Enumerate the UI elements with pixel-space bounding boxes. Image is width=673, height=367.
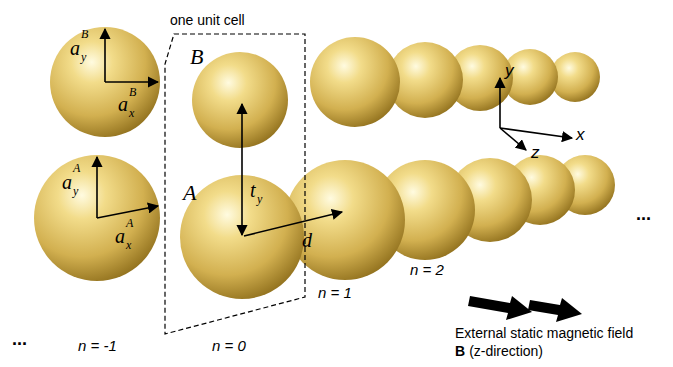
- radius-symbol: a: [62, 172, 72, 192]
- superscript: A: [73, 162, 80, 174]
- spacing-arrow: [241, 104, 243, 235]
- subscript: x: [126, 239, 131, 251]
- index-label: n = 0: [212, 338, 246, 353]
- ellipsis: ...: [12, 330, 27, 348]
- field-arrow: [468, 296, 532, 320]
- radius-arrow: [105, 81, 158, 83]
- radius-arrow: [96, 157, 98, 218]
- unit-cell-outline: [160, 12, 310, 337]
- field-arrow: [528, 298, 582, 322]
- gold-sphere: [192, 52, 288, 148]
- index-label: n = 1: [318, 285, 352, 300]
- field-caption: External static magnetic field: [455, 326, 633, 340]
- sublattice-name: B: [190, 46, 203, 68]
- gold-sphere: [50, 27, 160, 137]
- radius-symbol: a: [70, 38, 80, 58]
- axis-name: y: [505, 62, 514, 79]
- ellipsis: ...: [636, 205, 651, 223]
- index-label: n = -1: [78, 338, 117, 353]
- axis-name: z: [531, 144, 540, 161]
- radius-symbol: a: [118, 94, 128, 114]
- axis-arrow: [499, 78, 501, 128]
- gold-sphere: [34, 155, 160, 281]
- gold-sphere: [310, 37, 400, 127]
- period-symbol: d: [302, 230, 312, 250]
- superscript: B: [129, 86, 136, 98]
- sublattice-name: A: [183, 182, 196, 204]
- index-label: n = 2: [410, 262, 444, 277]
- unit-cell-box: one unit cell: [160, 12, 310, 337]
- radius-symbol: a: [115, 226, 125, 246]
- spacing-symbol: t: [250, 180, 256, 200]
- axis-arrow: [500, 128, 526, 150]
- superscript: B: [81, 28, 88, 40]
- period-arrow: [244, 212, 342, 236]
- subscript: y: [257, 193, 262, 205]
- gold-sphere: [502, 49, 558, 105]
- superscript: A: [126, 217, 133, 229]
- gold-sphere: [285, 160, 405, 280]
- field-caption: (z-direction): [469, 344, 543, 358]
- axis-name: x: [576, 126, 585, 143]
- subscript: y: [81, 51, 86, 63]
- subscript: y: [73, 185, 78, 197]
- subscript: x: [129, 107, 134, 119]
- field-symbol: B: [455, 344, 465, 358]
- radius-arrow: [104, 29, 106, 82]
- cell-caption: one unit cell: [160, 12, 310, 28]
